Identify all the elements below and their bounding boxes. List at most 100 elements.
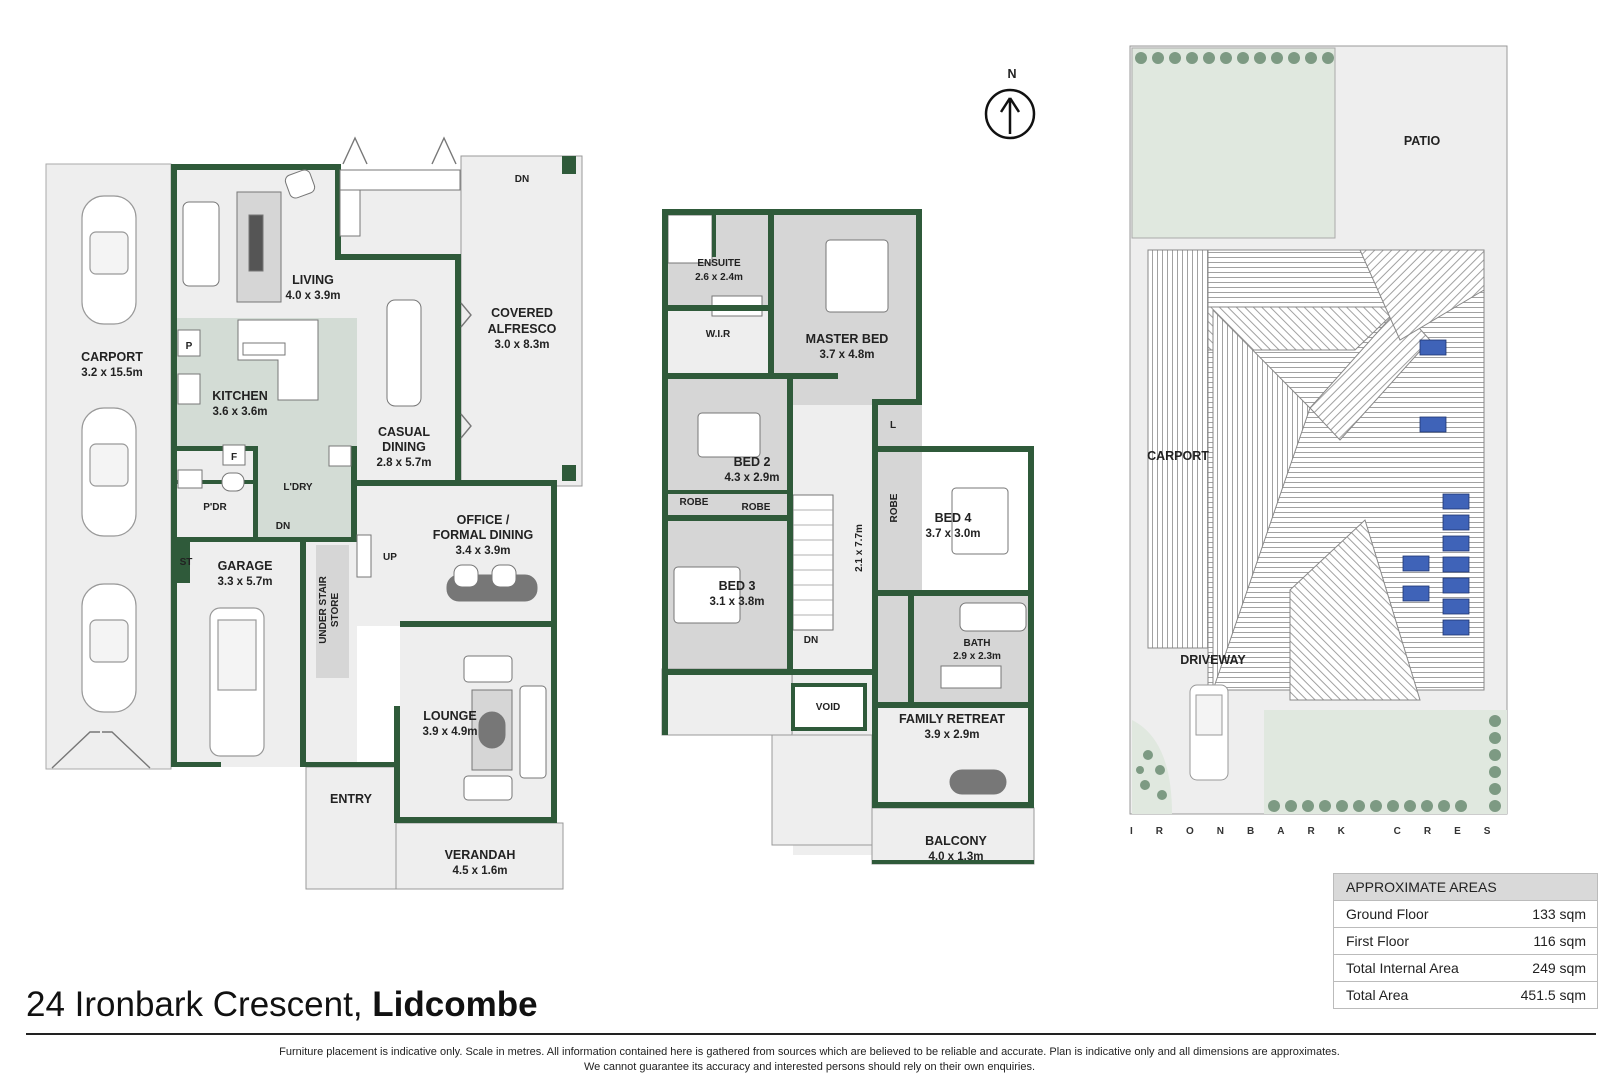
first-floor-walls <box>662 209 1034 864</box>
areas-row: First Floor 116 sqm <box>1334 927 1597 954</box>
casual-dining-dim: 2.8 x 5.7m <box>377 457 432 469</box>
bath-label: BATH <box>963 638 990 649</box>
driveway-car <box>1189 684 1229 781</box>
ground-floor-plan: CARPORT 3.2 x 15.5m LIVING 4.0 x 3.9m KI… <box>45 136 583 890</box>
alfresco-dn-label: DN <box>515 174 529 185</box>
master-bed-label: MASTER BED <box>806 332 889 346</box>
driveway-label: DRIVEWAY <box>1180 653 1246 667</box>
address-street: 24 Ironbark Crescent, <box>26 985 373 1024</box>
north-arrow: N <box>984 67 1036 140</box>
street-name: IRONBARK CRES <box>1130 826 1513 837</box>
disclaimer-line-2: We cannot guarantee its accuracy and int… <box>583 1061 1036 1073</box>
areas-row-value: 133 sqm <box>1532 906 1586 922</box>
garage-car <box>209 607 265 757</box>
kitchen-fittings <box>177 169 547 801</box>
areas-row-label: Ground Floor <box>1346 906 1429 922</box>
approximate-areas-table: APPROXIMATE AREAS Ground Floor 133 sqm F… <box>1333 873 1598 1009</box>
verandah-label: VERANDAH <box>445 848 516 862</box>
ensuite-dim: 2.6 x 2.4m <box>695 272 743 283</box>
divider <box>26 1033 1596 1035</box>
areas-row-label: First Floor <box>1346 933 1409 949</box>
bed3-label: BED 3 <box>719 579 756 593</box>
alfresco-label: COVERED <box>491 306 553 320</box>
property-address: 24 Ironbark Crescent, Lidcombe <box>26 985 538 1025</box>
kitchen-dim: 3.6 x 3.6m <box>213 406 268 418</box>
carport-label: CARPORT <box>81 350 143 364</box>
site-plan: PATIO CARPORT DRIVEWAY IRONBARK CRES <box>1129 45 1513 837</box>
balcony-dim: 4.0 x 1.3m <box>929 851 984 863</box>
laundry-dn-label: DN <box>276 521 290 532</box>
void-label: VOID <box>816 702 840 713</box>
stair-up-label: UP <box>383 552 397 563</box>
areas-row-value: 249 sqm <box>1532 960 1586 976</box>
areas-row-label: Total Area <box>1346 987 1409 1003</box>
alfresco-doors <box>51 136 472 769</box>
areas-row-label: Total Internal Area <box>1346 960 1459 976</box>
areas-header: APPROXIMATE AREAS <box>1334 874 1597 900</box>
carport-roof <box>1147 249 1209 649</box>
patio-label: PATIO <box>1404 134 1441 148</box>
store-label: ST <box>180 557 193 568</box>
kitchen-label: KITCHEN <box>212 389 268 403</box>
solar-panels <box>1402 339 1470 636</box>
verandah-dim: 4.5 x 1.6m <box>453 865 508 877</box>
areas-row-value: 116 sqm <box>1533 933 1586 949</box>
wir-label: W.I.R <box>706 329 731 340</box>
casual-dining-label-2: DINING <box>382 440 426 454</box>
bed4-dim: 3.7 x 3.0m <box>926 528 981 540</box>
robe-label-2: ROBE <box>742 502 771 513</box>
under-stair-label-2: STORE <box>330 593 341 628</box>
master-bed-dim: 3.7 x 4.8m <box>820 349 875 361</box>
lawn-front <box>1264 710 1507 814</box>
entry-label: ENTRY <box>330 792 373 806</box>
alfresco-dim: 3.0 x 8.3m <box>495 339 550 351</box>
first-floor-plan: ENSUITE 2.6 x 2.4m W.I.R MASTER BED 3.7 … <box>661 209 1035 865</box>
linen-label: L <box>890 420 896 431</box>
site-carport-label: CARPORT <box>1147 449 1209 463</box>
disclaimer: Furniture placement is indicative only. … <box>0 1045 1619 1075</box>
areas-row: Total Area 451.5 sqm <box>1334 981 1597 1008</box>
garage-label: GARAGE <box>218 559 273 573</box>
lounge-dim: 3.9 x 4.9m <box>423 726 478 738</box>
casual-dining-label: CASUAL <box>378 425 430 439</box>
north-label: N <box>1007 67 1016 81</box>
under-stair-store-floor <box>316 545 349 678</box>
robe-label-3: ROBE <box>889 493 900 522</box>
pantry-label: P <box>186 341 193 352</box>
stair-dn-label: DN <box>804 635 818 646</box>
office-dim: 3.4 x 3.9m <box>456 545 511 557</box>
robe-label-1: ROBE <box>680 497 709 508</box>
under-stair-label: UNDER STAIR <box>318 575 329 643</box>
bed3-dim: 3.1 x 3.8m <box>710 596 765 608</box>
first-floor-furniture <box>667 214 1027 795</box>
living-dim: 4.0 x 3.9m <box>286 290 341 302</box>
bed2-label: BED 2 <box>734 455 771 469</box>
office-label-2: FORMAL DINING <box>433 528 533 542</box>
garage-dim: 3.3 x 5.7m <box>218 576 273 588</box>
areas-row: Ground Floor 133 sqm <box>1334 900 1597 927</box>
office-label: OFFICE / <box>457 513 510 527</box>
bed4-label: BED 4 <box>935 511 972 525</box>
ground-floor-walls <box>171 156 576 823</box>
hall-dim: 2.1 x 7.7m <box>854 524 865 572</box>
alfresco-label-2: ALFRESCO <box>488 322 557 336</box>
carport-dim: 3.2 x 15.5m <box>81 367 142 379</box>
carport-cars <box>81 195 137 713</box>
lawn-rear <box>1131 47 1336 239</box>
balcony-label: BALCONY <box>925 834 987 848</box>
family-retreat-label: FAMILY RETREAT <box>899 712 1005 726</box>
bed2-dim: 4.3 x 2.9m <box>725 472 780 484</box>
void-box <box>791 683 867 731</box>
family-retreat-dim: 3.9 x 2.9m <box>925 729 980 741</box>
lounge-label: LOUNGE <box>423 709 476 723</box>
living-label: LIVING <box>292 273 334 287</box>
laundry-label: L'DRY <box>283 482 313 493</box>
address-suburb: Lidcombe <box>372 985 538 1024</box>
fridge-label: F <box>231 452 237 463</box>
disclaimer-line-1: Furniture placement is indicative only. … <box>279 1046 1340 1058</box>
areas-row-value: 451.5 sqm <box>1520 987 1586 1003</box>
bath-dim: 2.9 x 2.3m <box>953 651 1001 662</box>
alfresco-floor <box>460 155 583 487</box>
hedge <box>1135 52 1501 812</box>
